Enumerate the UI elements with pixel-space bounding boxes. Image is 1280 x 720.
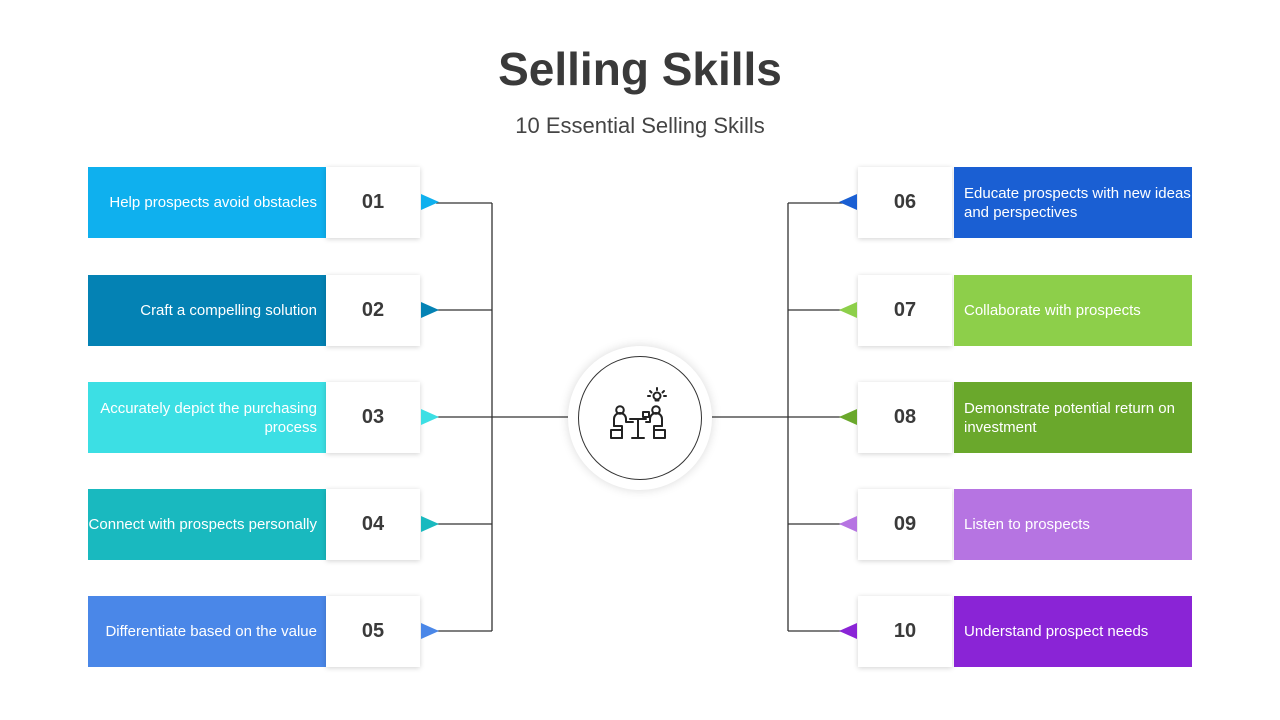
skill-label: Connect with prospects personally [88,489,326,560]
skill-number: 07 [858,275,952,346]
pointer-arrow-icon [421,623,439,639]
skill-label: Accurately depict the purchasing process [88,382,326,453]
skill-number: 05 [326,596,420,667]
skill-label: Help prospects avoid obstacles [88,167,326,238]
pointer-arrow-icon [839,409,857,425]
pointer-arrow-icon [839,623,857,639]
skill-label: Demonstrate potential return on investme… [954,382,1192,453]
skill-number: 10 [858,596,952,667]
skill-label: Collaborate with prospects [954,275,1192,346]
pointer-arrow-icon [839,194,857,210]
page-title: Selling Skills [498,43,782,95]
pointer-arrow-icon [839,516,857,532]
skill-label: Educate prospects with new ideas and per… [954,167,1192,238]
pointer-arrow-icon [421,516,439,532]
pointer-arrow-icon [839,302,857,318]
skill-label: Differentiate based on the value [88,596,326,667]
skill-number: 09 [858,489,952,560]
center-hub-inner [578,356,702,480]
pointer-arrow-icon [421,194,439,210]
pointer-arrow-icon [421,302,439,318]
skill-label: Listen to prospects [954,489,1192,560]
skill-number: 01 [326,167,420,238]
skill-number: 02 [326,275,420,346]
skill-number: 03 [326,382,420,453]
page-subtitle: 10 Essential Selling Skills [515,113,765,138]
center-hub [568,346,712,490]
skill-label: Craft a compelling solution [88,275,326,346]
skill-number: 06 [858,167,952,238]
skill-number: 08 [858,382,952,453]
skill-label: Understand prospect needs [954,596,1192,667]
pointer-arrow-icon [421,409,439,425]
skill-number: 04 [326,489,420,560]
meeting-people-icon [610,387,667,439]
